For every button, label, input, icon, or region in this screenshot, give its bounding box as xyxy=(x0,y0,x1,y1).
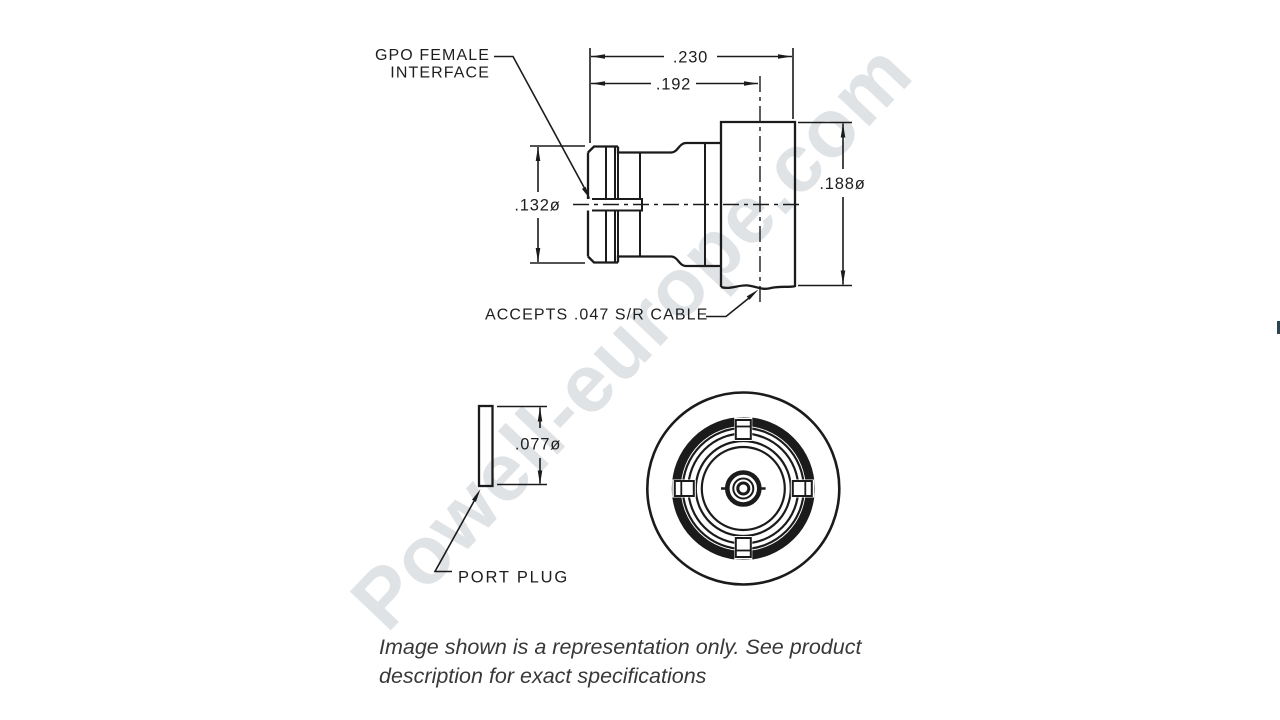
ring-4 xyxy=(700,445,786,532)
collet-segment-lines xyxy=(605,143,706,266)
keying-tab-right xyxy=(790,479,815,498)
contact-outer-ring xyxy=(724,470,762,507)
extension-lines xyxy=(798,121,852,287)
arrowhead-right xyxy=(778,54,792,59)
center-contact xyxy=(721,470,766,507)
profile-lower xyxy=(587,255,721,268)
dim-text-interface-diameter: .132ø xyxy=(514,197,560,215)
gpo-leader-arrowhead xyxy=(581,186,591,200)
cable-label-text: ACCEPTS .047 S/R CABLE xyxy=(485,307,708,324)
collet-slot xyxy=(592,198,643,212)
contact-pin-socket xyxy=(736,481,751,496)
cable-break-line xyxy=(720,284,796,290)
ring-3 xyxy=(694,439,792,538)
label-accepts-cable: ACCEPTS .047 S/R CABLE xyxy=(485,289,759,324)
dim-interface-length: .192 xyxy=(591,76,758,94)
tab-outline xyxy=(791,480,813,497)
gpo-leader-line xyxy=(494,55,587,191)
tab-outline xyxy=(734,537,752,558)
arrowhead-right xyxy=(744,81,758,86)
extension-lines xyxy=(530,145,585,264)
gpo-label-line2: INTERFACE xyxy=(390,65,490,82)
tab-mask xyxy=(672,479,696,498)
dim-text-body-diameter: .188ø xyxy=(819,175,865,193)
cable-leader-arrowhead xyxy=(746,289,759,300)
contact-mid-ring xyxy=(732,477,755,500)
port-plug-leader-arrowhead xyxy=(472,489,481,502)
keying-tab-bottom xyxy=(734,536,753,560)
dim-port-plug-diameter: .077ø xyxy=(497,405,561,486)
port-plug-leader-line xyxy=(433,498,477,573)
arrowhead-down xyxy=(537,470,543,485)
body-cylinder xyxy=(719,120,797,287)
arrowhead-down xyxy=(840,270,846,285)
side-view xyxy=(573,76,801,302)
arrowhead-up xyxy=(535,147,541,161)
arrowhead-left xyxy=(591,81,605,86)
caption-line1: Image shown is a representation only. Se… xyxy=(379,635,862,659)
tab-outline xyxy=(673,480,695,497)
profile-upper xyxy=(587,141,721,154)
arrowhead-up xyxy=(840,123,846,138)
label-gpo-female-interface: GPO FEMALE INTERFACE xyxy=(375,47,591,200)
port-plug-view: .077ø PORT PLUG xyxy=(433,404,569,587)
outer-flange-circle xyxy=(645,391,841,586)
dim-body-diameter: .188ø xyxy=(798,121,865,287)
front-view xyxy=(645,391,841,586)
tab-outline xyxy=(734,419,752,440)
dim-text-interface-length: .192 xyxy=(656,76,691,94)
extension-lines xyxy=(589,48,794,143)
tab-mask xyxy=(734,536,753,560)
image-disclaimer-caption: Image shown is a representation only. Se… xyxy=(379,633,861,691)
dim-overall-length: .230 xyxy=(589,48,794,143)
dim-text-overall-length: .230 xyxy=(673,49,708,67)
arrowhead-down xyxy=(535,248,541,262)
dim-interface-diameter: .132ø xyxy=(514,145,585,264)
clipped-nav-control-fragment[interactable] xyxy=(1277,321,1280,334)
ring-2 xyxy=(687,432,800,545)
tab-mask xyxy=(734,417,753,441)
arrowhead-up xyxy=(537,407,543,422)
caption-line2: description for exact specifications xyxy=(379,664,707,688)
arrowhead-left xyxy=(591,54,605,59)
gpo-label-line1: GPO FEMALE xyxy=(375,47,490,64)
extension-lines xyxy=(497,405,547,486)
keying-tab-top xyxy=(734,417,753,441)
dim-text-port-plug-diameter: .077ø xyxy=(515,436,561,454)
port-plug-body xyxy=(477,404,494,488)
port-plug-label-text: PORT PLUG xyxy=(458,569,569,587)
keying-tab-left xyxy=(672,479,696,498)
cable-leader-line xyxy=(706,297,750,318)
tab-mask xyxy=(790,479,815,498)
